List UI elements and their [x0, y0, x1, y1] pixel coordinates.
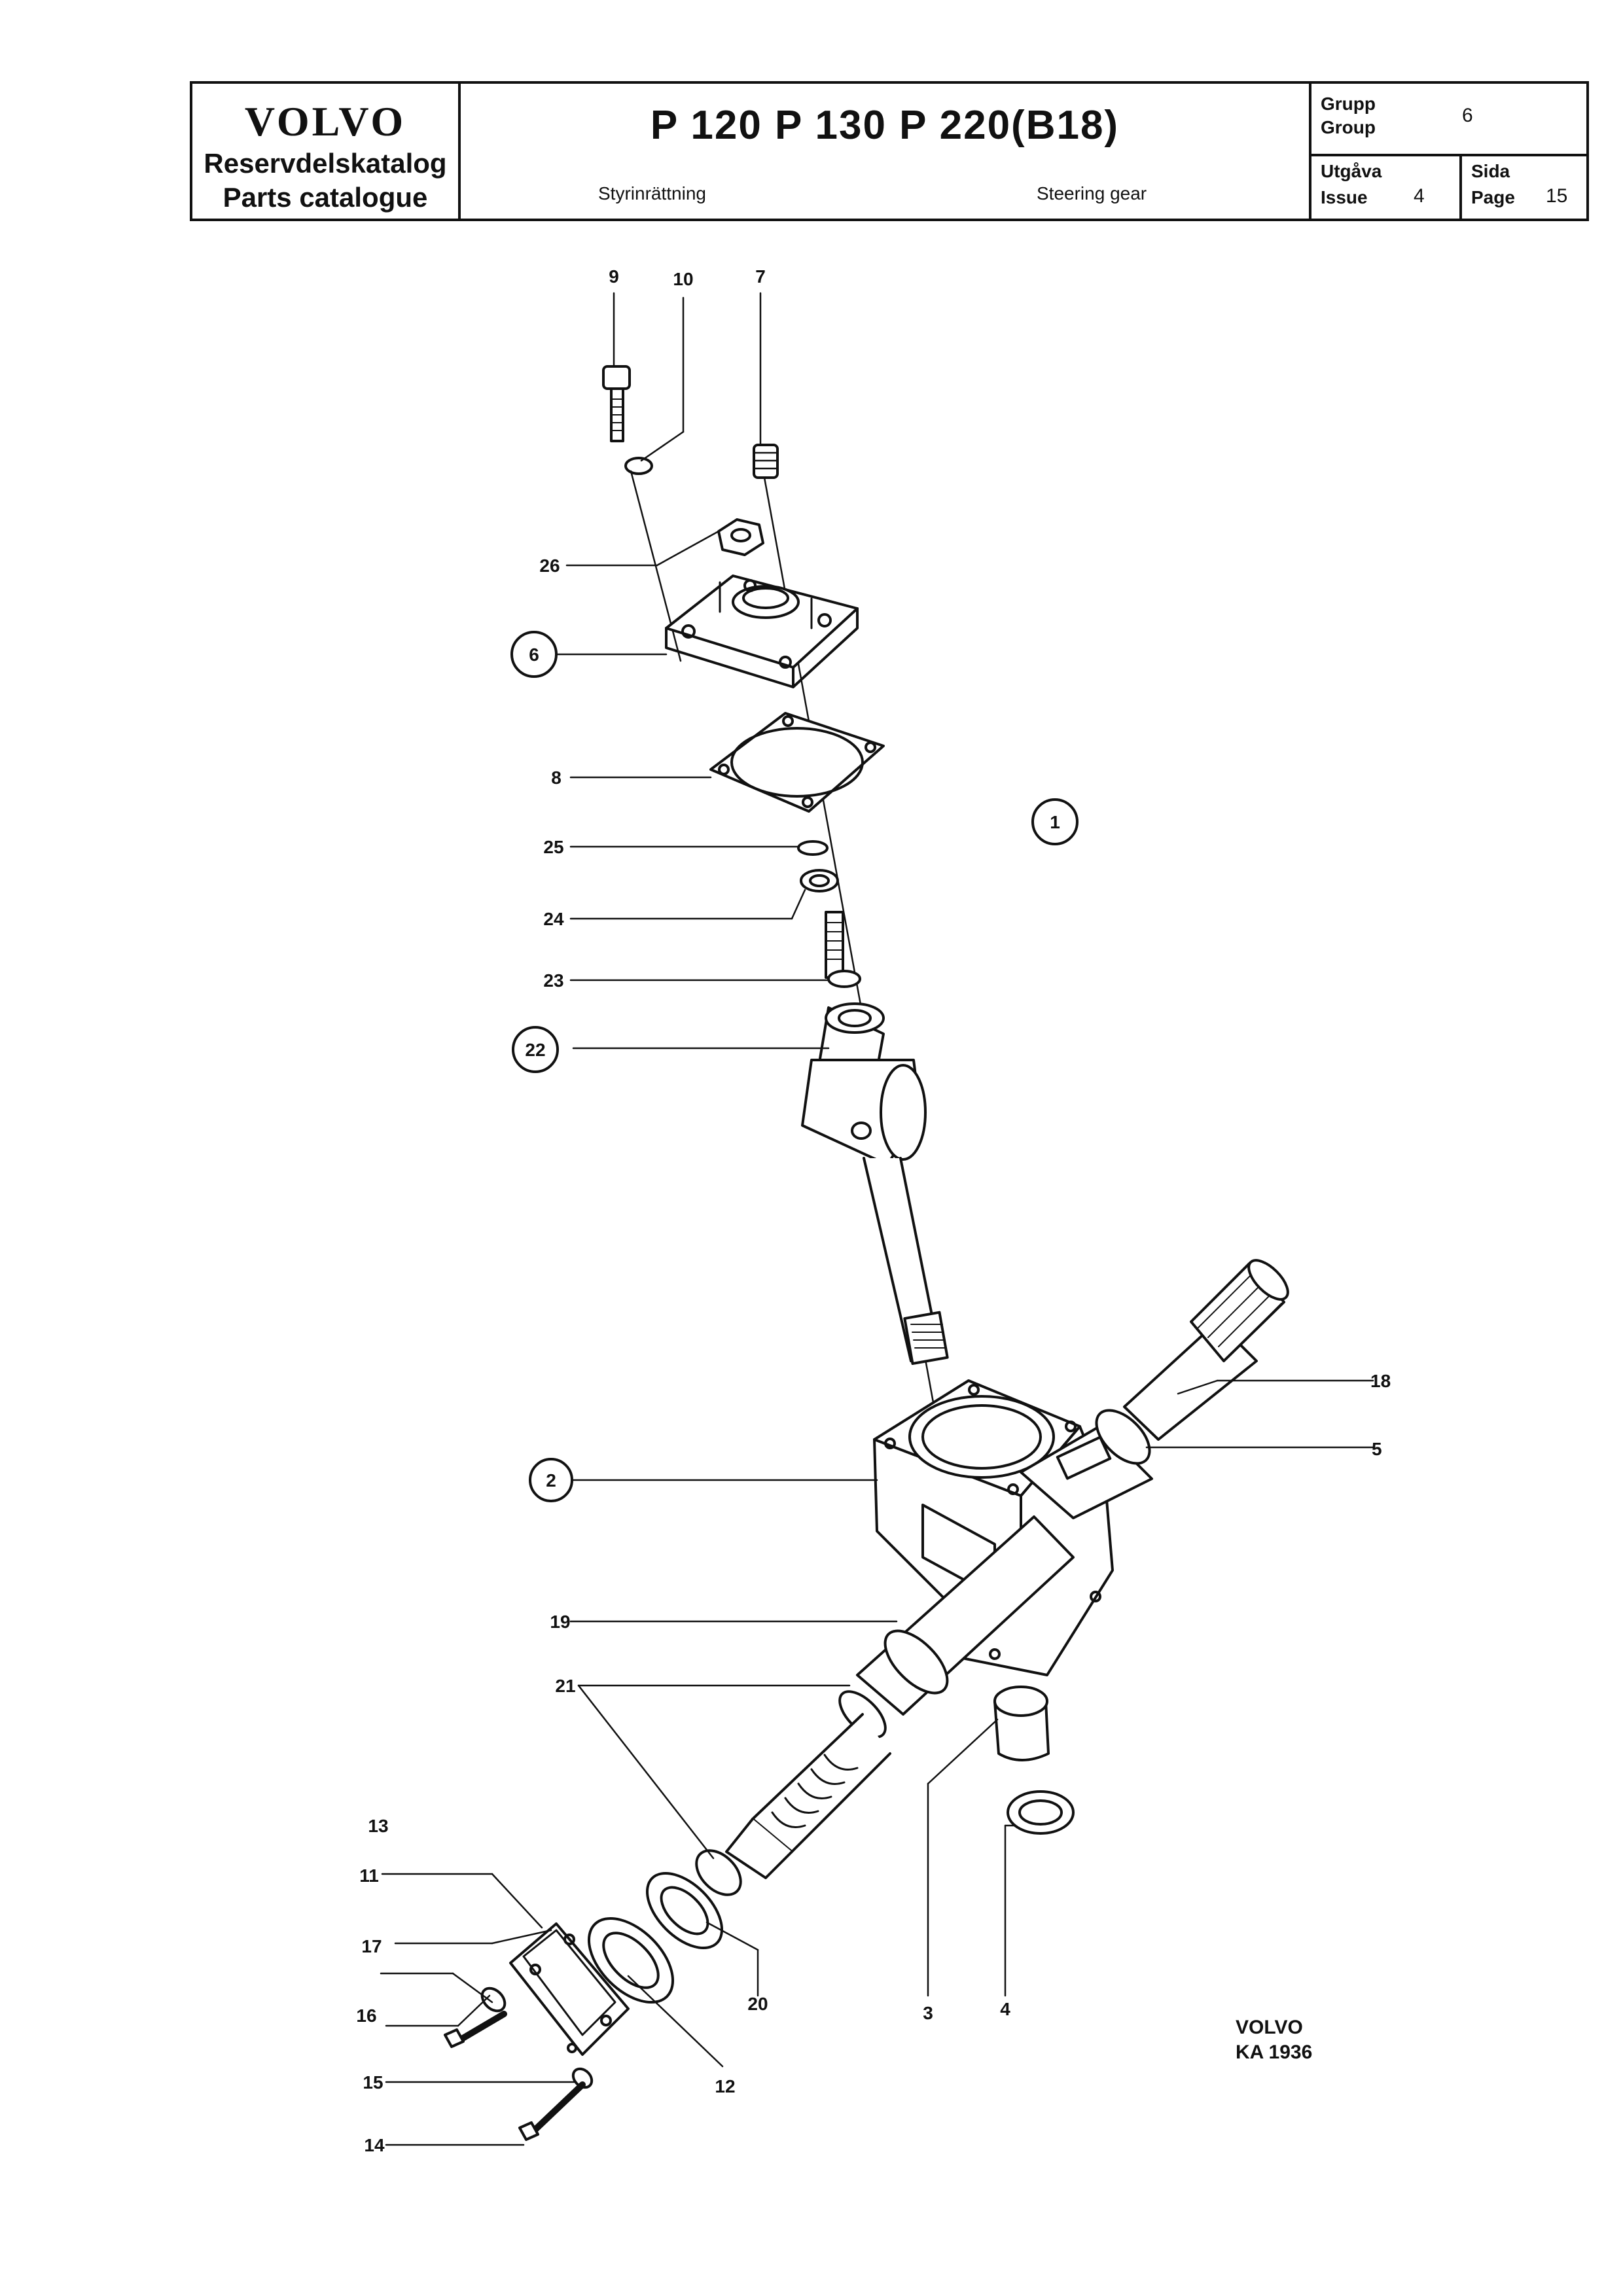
page-value: 15 [1546, 185, 1568, 207]
leader-lines [380, 292, 1374, 2146]
callout-24: 24 [543, 909, 564, 929]
callout-5: 5 [1372, 1439, 1382, 1459]
callout-7: 7 [755, 266, 766, 287]
callout-16: 16 [356, 2005, 376, 2026]
callout-17: 17 [361, 1936, 382, 1956]
callout-9: 9 [609, 266, 619, 287]
sector-shaft-part-18 [1123, 1259, 1289, 1441]
callout-25: 25 [543, 837, 563, 857]
callout-8: 8 [551, 768, 562, 788]
bolt-part-14 [518, 2081, 586, 2141]
screw-part-23 [825, 911, 861, 988]
callout-13: 13 [368, 1816, 388, 1836]
issue-label-sv: Utgåva [1321, 161, 1382, 181]
title-block: VOLVO Reservdelskatalog Parts catalogue … [190, 81, 1589, 221]
stamp-code: KA 1936 [1236, 2041, 1313, 2063]
callout-1: 1 [1050, 812, 1060, 832]
callout-26: 26 [539, 556, 560, 576]
callout-11: 11 [359, 1865, 379, 1886]
cover-part-6 [665, 574, 859, 688]
issue-label-en: Issue [1321, 187, 1368, 207]
bushing-part-3 [993, 1686, 1050, 1761]
models-cell: P 120 P 130 P 220(B18) Styrinrättning St… [461, 84, 1311, 219]
page-label-sv: Sida [1471, 161, 1510, 181]
callout-23: 23 [543, 970, 563, 991]
steering-shaft-part-22 [801, 1002, 949, 1365]
callout-circle-2 [529, 1458, 573, 1502]
callout-circle-6 [510, 631, 558, 678]
brand-cell: VOLVO Reservdelskatalog Parts catalogue [192, 84, 461, 219]
callout-2: 2 [546, 1470, 556, 1491]
catalog-title-sv: Reservdelskatalog [204, 148, 447, 179]
group-value: 6 [1462, 105, 1473, 126]
bolt-part-9 [602, 365, 631, 442]
model-list: P 120 P 130 P 220(B18) [650, 103, 1120, 148]
ring-part-21-lower [695, 1849, 742, 1896]
callout-20: 20 [747, 1994, 768, 2014]
field-divider [1459, 154, 1462, 219]
washer-part-17 [480, 1987, 507, 2013]
callout-circle-22 [512, 1026, 559, 1073]
bearing-part-19 [883, 1629, 949, 1695]
callout-18: 18 [1370, 1371, 1391, 1391]
issue-value: 4 [1414, 185, 1425, 207]
callout-6: 6 [529, 645, 539, 665]
section-title-en: Steering gear [1037, 183, 1147, 203]
shim-part-20 [645, 1871, 724, 1950]
volvo-logo: VOLVO [244, 98, 406, 145]
callout-12: 12 [715, 2076, 735, 2096]
index-cell: Grupp Group 6 Utgåva Issue 4 Sida Page 1… [1311, 84, 1586, 219]
stamp-brand: VOLVO [1236, 2017, 1303, 2038]
callout-3: 3 [923, 2003, 933, 2023]
nut-part-26 [717, 518, 764, 556]
drawing-stamp: VOLVO KA 1936 [1236, 2015, 1312, 2065]
section-title-sv: Styrinrättning [598, 183, 706, 203]
group-field: Grupp Group 6 [1311, 84, 1586, 156]
callout-14: 14 [364, 2135, 385, 2155]
seal-ring-part-12 [587, 1916, 675, 2004]
group-label-sv: Grupp [1321, 94, 1376, 114]
callout-21: 21 [555, 1676, 575, 1696]
seal-part-4 [1007, 1790, 1075, 1835]
callout-15: 15 [363, 2072, 383, 2093]
washer-part-15 [571, 2067, 594, 2089]
end-cover-part-11 [509, 1922, 630, 2056]
issue-page-field: Utgåva Issue 4 Sida Page 15 [1311, 154, 1586, 219]
callout-circle-1 [1031, 798, 1079, 845]
gasket-part-8 [709, 712, 885, 813]
worm-shaft-lower [725, 1515, 1075, 1879]
plug-part-7 [753, 444, 779, 479]
callout-4: 4 [1000, 1999, 1010, 2019]
washer-part-24 [800, 869, 839, 892]
page-label-en: Page [1471, 187, 1515, 207]
circlip-part-25 [797, 840, 829, 856]
bolt-part-16 [444, 2011, 507, 2048]
group-label-en: Group [1321, 117, 1376, 137]
callout-10: 10 [673, 269, 693, 289]
callout-19: 19 [550, 1612, 570, 1632]
catalog-title-en: Parts catalogue [223, 182, 428, 213]
callout-22: 22 [525, 1040, 545, 1060]
seal-part-5 [1095, 1409, 1151, 1465]
washer-part-10 [624, 457, 653, 475]
